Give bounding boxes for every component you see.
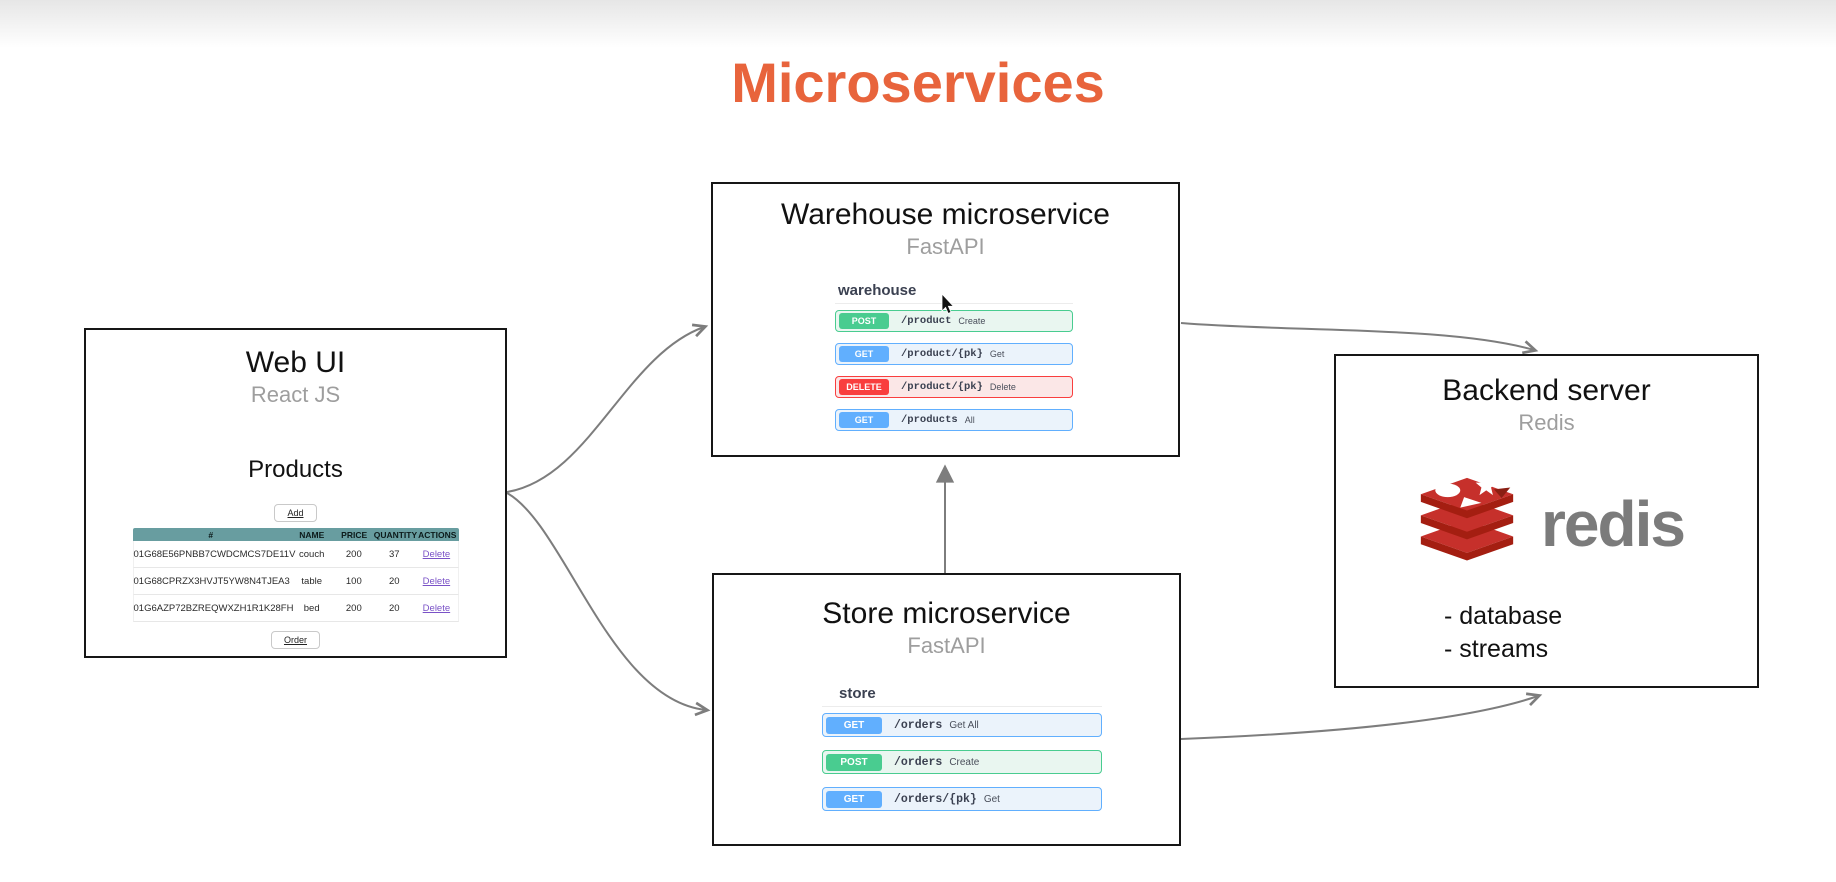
cell-price: 100 [345,575,362,587]
column-header: # [208,529,214,540]
column-header: QUANTITY [373,529,418,540]
cell-id: 01G6AZP72BZREQWXZH1R1K28FH [133,602,294,614]
endpoint-desc: Create [958,316,986,326]
method-badge: POST [839,313,889,329]
endpoint-row[interactable]: GET/orders Get All [822,713,1102,737]
top-gradient [0,0,1836,48]
store-box: Store microservice FastAPI store GET/ord… [712,573,1181,846]
arrow-webui-to-warehouse [506,323,709,493]
method-badge: POST [826,753,882,771]
cell-name: couch [299,548,325,560]
redis-logo-icon [1420,474,1514,561]
redis-wordmark: redis [1541,488,1686,560]
method-badge: GET [839,346,889,362]
endpoint-path: /orders/{pk} [894,792,977,806]
endpoint-path: /product [901,315,952,327]
endpoint-desc: Delete [989,382,1016,392]
cell-id: 01G68CPRZX3HVJT5YW8N4TJEA3 [133,575,290,587]
cell-name: table [301,575,322,587]
endpoint-desc: All [964,415,975,425]
endpoint-desc: Get [989,349,1005,359]
store-subtitle: FastAPI [907,633,986,658]
endpoint-row[interactable]: POST/orders Create [822,750,1102,774]
endpoint-row[interactable]: GET/product/{pk} Get [835,343,1073,365]
endpoint-path: /product/{pk} [901,381,983,393]
endpoint-path: /products [901,414,958,426]
method-badge: DELETE [839,379,889,395]
column-header: NAME [299,529,325,540]
warehouse-tag: warehouse [838,282,917,299]
cell-actions: Delete [415,603,457,614]
endpoint-path: /product/{pk} [901,348,983,360]
method-badge: GET [839,412,889,428]
webui-subtitle: React JS [250,382,341,407]
cell-quantity: 20 [389,602,400,614]
cell-price: 200 [345,548,362,560]
order-button[interactable]: Order [270,631,320,649]
delete-link[interactable]: Delete [422,548,451,560]
webui-box: Web UI React JS Products Add # NAME PRICE Q… [84,328,507,658]
method-badge: GET [826,716,882,734]
redis-logo-row: redis [1336,474,1757,574]
cell-id: 01G68E56PNBB7CWDCMCS7DE11V [133,548,296,560]
warehouse-subtitle: FastAPI [906,234,985,259]
warehouse-box: Warehouse microservice FastAPI warehouse… [711,182,1180,457]
method-badge: GET [826,790,882,808]
backend-subtitle: Redis [1518,410,1575,435]
cell-actions: Delete [415,576,457,587]
add-button[interactable]: Add [274,504,317,522]
cell-name: bed [303,602,320,614]
backend-feature: - streams [1444,635,1549,663]
endpoint-path: /orders [894,718,943,732]
endpoint-row[interactable]: GET/orders/{pk} Get [822,787,1102,811]
cell-price: 200 [345,602,362,614]
page-title: Microservices [731,51,1105,114]
cell-quantity: 37 [389,548,400,560]
store-title: Store microservice [822,597,1071,630]
endpoint-row[interactable]: POST/product Create [835,310,1073,332]
endpoint-row[interactable]: GET/products All [835,409,1073,431]
backend-features: - database - streams [1444,600,1757,666]
store-tag: store [839,685,876,702]
endpoint-path: /orders [894,755,943,769]
column-header: PRICE [341,529,368,540]
endpoint-desc: Get [983,793,1000,805]
webui-title: Web UI [245,346,346,379]
column-header: ACTIONS [418,529,457,540]
cell-actions: Delete [415,549,457,560]
endpoint-row[interactable]: DELETE/product/{pk} Delete [835,376,1073,398]
arrow-webui-to-store [506,492,711,717]
delete-link[interactable]: Delete [422,575,451,587]
endpoint-desc: Create [949,756,980,768]
arrow-warehouse-to-backend [1180,322,1539,355]
endpoint-desc: Get All [949,719,979,731]
cell-quantity: 20 [389,575,400,587]
products-heading: Products [248,456,343,483]
backend-box: Backend server Redis redis - databas [1334,354,1759,688]
table-row: 01G6AZP72BZREQWXZH1R1K28FH bed 200 20 Delete [132,595,459,622]
backend-title: Backend server [1442,374,1651,407]
warehouse-title: Warehouse microservice [781,198,1110,231]
backend-feature: - database [1444,602,1563,630]
table-row: 01G68CPRZX3HVJT5YW8N4TJEA3 table 100 20 Dele… [132,568,459,595]
delete-link[interactable]: Delete [422,602,451,614]
arrow-store-to-backend [1180,692,1543,740]
